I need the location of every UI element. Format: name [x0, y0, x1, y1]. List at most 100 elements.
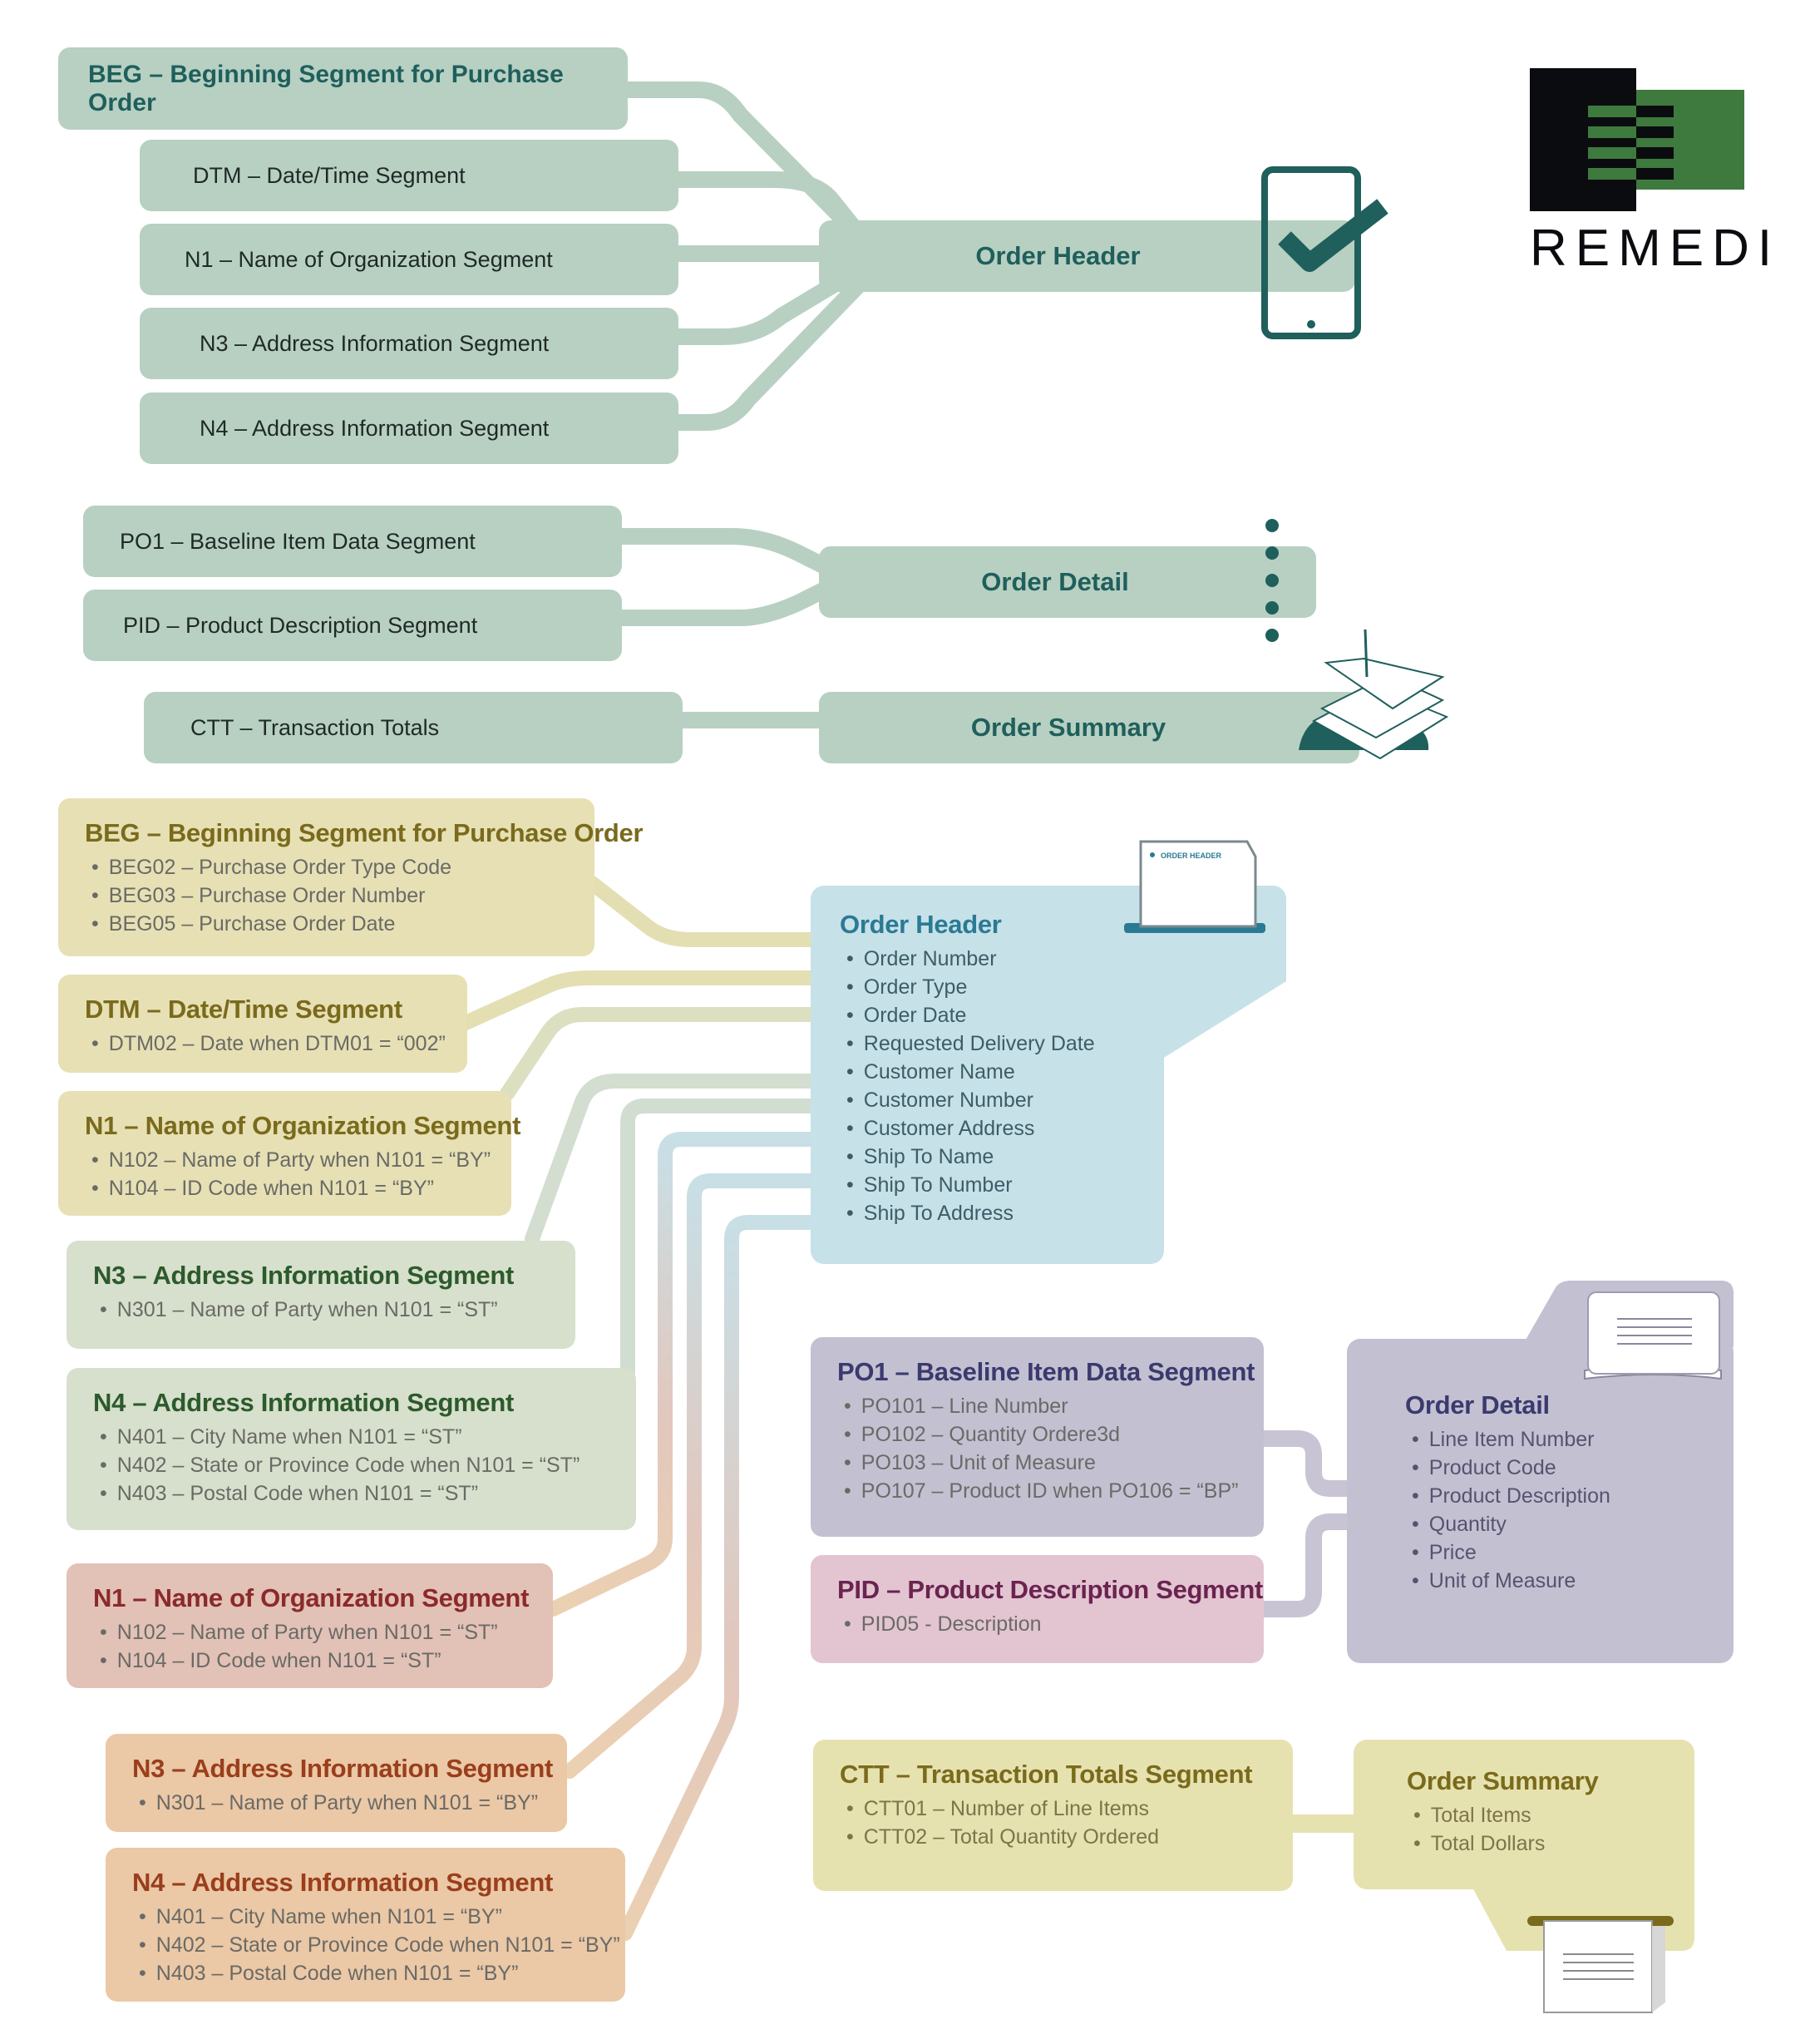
- summary-segment-item: CTT01 – Number of Line Items: [846, 1795, 1268, 1823]
- header-segment-item: BEG03 – Purchase Order Number: [91, 881, 570, 910]
- order-summary-title: Order Summary: [1407, 1766, 1599, 1795]
- header-segment-item: N403 – Postal Code when N101 = “ST”: [100, 1479, 611, 1508]
- header-segment-title: N3 – Address Information Segment: [132, 1754, 554, 1783]
- header-segment-5: N1 – Name of Organization SegmentN102 – …: [67, 1563, 553, 1688]
- top-order-header-label: Order Header: [975, 241, 1141, 270]
- order-header-item: Customer Address: [846, 1114, 1095, 1143]
- detail-segment-item: PID05 - Description: [844, 1610, 1239, 1638]
- top-seg-po1-label: PO1 – Baseline Item Data Segment: [120, 528, 476, 554]
- detail-segment-0: PO1 – Baseline Item Data SegmentPO101 – …: [811, 1337, 1264, 1537]
- header-segment-item: N104 – ID Code when N101 = “BY”: [91, 1174, 486, 1202]
- top-seg-beg-label: BEG – Beginning Segment for Purchase Ord…: [88, 60, 564, 116]
- order-header-item: Customer Number: [846, 1086, 1095, 1114]
- printer-receipt-icon: [1527, 1916, 1674, 2013]
- top-seg-dtm-label: DTM – Date/Time Segment: [193, 162, 466, 188]
- header-segment-item: N102 – Name of Party when N101 = “ST”: [100, 1618, 528, 1647]
- top-seg-ctt: CTT – Transaction Totals: [144, 692, 683, 763]
- order-detail-items: Line Item NumberProduct CodeProduct Desc…: [1405, 1425, 1610, 1595]
- brand-name: REMEDI: [1530, 220, 1781, 277]
- top-seg-n4-label: N4 – Address Information Segment: [200, 415, 550, 441]
- order-header-item: Order Type: [846, 973, 1095, 1001]
- header-segment-item: N102 – Name of Party when N101 = “BY”: [91, 1146, 491, 1174]
- header-segment-item: N401 – City Name when N101 = “ST”: [100, 1423, 611, 1451]
- detail-segment-items: PID05 - Description: [837, 1610, 1239, 1638]
- papers-stack-icon: [1299, 629, 1449, 760]
- folder-document-icon: [1584, 1291, 1722, 1380]
- header-segment-title: N1 – Name of Organization Segment: [85, 1111, 521, 1140]
- header-segment-items: N401 – City Name when N101 = “BY”N402 – …: [132, 1903, 620, 1987]
- order-header-item: Ship To Number: [846, 1171, 1095, 1199]
- order-detail-item: Product Description: [1412, 1482, 1610, 1510]
- remedi-logo: REMEDI: [1530, 68, 1781, 277]
- detail-segment-1: PID – Product Description SegmentPID05 -…: [811, 1555, 1264, 1663]
- top-seg-dtm: DTM – Date/Time Segment: [140, 140, 678, 211]
- order-header-item: Customer Name: [846, 1058, 1095, 1086]
- document-icon-tag: ORDER HEADER: [1161, 852, 1222, 860]
- summary-segment: CTT – Transaction Totals Segment CTT01 –…: [813, 1740, 1293, 1891]
- header-segment-4: N4 – Address Information SegmentN401 – C…: [67, 1368, 636, 1530]
- order-summary-item: Total Dollars: [1413, 1829, 1598, 1858]
- top-order-detail-label: Order Detail: [981, 567, 1129, 596]
- header-segment-title: BEG – Beginning Segment for Purchase Ord…: [85, 818, 644, 847]
- top-seg-n1-label: N1 – Name of Organization Segment: [185, 246, 553, 272]
- top-seg-ctt-label: CTT – Transaction Totals: [190, 714, 440, 740]
- header-segment-6: N3 – Address Information SegmentN301 – N…: [106, 1734, 567, 1832]
- header-segment-0: BEG – Beginning Segment for Purchase Ord…: [58, 798, 644, 956]
- order-summary-items: Total ItemsTotal Dollars: [1407, 1801, 1598, 1858]
- header-segment-items: BEG02 – Purchase Order Type CodeBEG03 – …: [85, 853, 570, 938]
- header-segment-items: DTM02 – Date when DTM01 = “002”: [85, 1029, 446, 1058]
- summary-segment-items: CTT01 – Number of Line ItemsCTT02 – Tota…: [840, 1795, 1268, 1851]
- order-detail-item: Unit of Measure: [1412, 1567, 1610, 1595]
- phone-check-icon: [1261, 166, 1388, 339]
- summary-segment-title: CTT – Transaction Totals Segment: [840, 1760, 1253, 1789]
- top-seg-n4: N4 – Address Information Segment: [140, 393, 678, 464]
- summary-segment-item: CTT02 – Total Quantity Ordered: [846, 1823, 1268, 1851]
- top-seg-n3: N3 – Address Information Segment: [140, 308, 678, 379]
- header-segment-items: N102 – Name of Party when N101 = “ST”N10…: [93, 1618, 528, 1675]
- order-header-item: Order Date: [846, 1001, 1095, 1029]
- header-segment-item: N402 – State or Province Code when N101 …: [139, 1931, 620, 1959]
- header-segment-item: N401 – City Name when N101 = “BY”: [139, 1903, 600, 1931]
- header-segment-title: N4 – Address Information Segment: [132, 1868, 554, 1897]
- top-seg-po1: PO1 – Baseline Item Data Segment: [83, 506, 622, 577]
- detail-segment-item: PO107 – Product ID when PO106 = “BP”: [844, 1477, 1239, 1505]
- top-order-detail: Order Detail: [819, 546, 1316, 618]
- header-segment-item: N301 – Name of Party when N101 = “ST”: [100, 1296, 550, 1324]
- header-segment-1: DTM – Date/Time SegmentDTM02 – Date when…: [58, 975, 467, 1073]
- order-header-item: Order Number: [846, 945, 1095, 973]
- header-segment-title: N3 – Address Information Segment: [93, 1261, 515, 1290]
- header-segment-items: N401 – City Name when N101 = “ST”N402 – …: [93, 1423, 611, 1508]
- header-segment-items: N301 – Name of Party when N101 = “ST”: [93, 1296, 550, 1324]
- order-header-item: Requested Delivery Date: [846, 1029, 1095, 1058]
- top-seg-n3-label: N3 – Address Information Segment: [200, 330, 550, 356]
- header-segment-7: N4 – Address Information SegmentN401 – C…: [106, 1848, 625, 2002]
- header-connectors: [458, 876, 818, 1941]
- logo-mark-icon: [1530, 68, 1744, 211]
- header-segment-item: DTM02 – Date when DTM01 = “002”: [91, 1029, 446, 1058]
- order-summary-card: Order Summary Total ItemsTotal Dollars: [1407, 1765, 1599, 1858]
- order-header-panel-slant: [1160, 973, 1286, 1060]
- header-segment-item: N402 – State or Province Code when N101 …: [100, 1451, 611, 1479]
- top-seg-beg: BEG – Beginning Segment for Purchase Ord…: [58, 47, 628, 130]
- order-detail-item: Price: [1412, 1538, 1610, 1567]
- top-order-summary: Order Summary: [819, 692, 1359, 763]
- order-header-items: Order NumberOrder TypeOrder DateRequeste…: [840, 945, 1095, 1227]
- order-summary-item: Total Items: [1413, 1801, 1598, 1829]
- header-segment-item: BEG05 – Purchase Order Date: [91, 910, 570, 938]
- header-segment-title: N1 – Name of Organization Segment: [93, 1583, 530, 1612]
- document-icon: ORDER HEADER: [1124, 840, 1265, 933]
- order-header-title: Order Header: [840, 910, 1002, 939]
- header-segment-title: DTM – Date/Time Segment: [85, 995, 402, 1024]
- order-detail-item: Line Item Number: [1412, 1425, 1610, 1454]
- order-header-card: Order Header Order NumberOrder TypeOrder…: [840, 908, 1095, 1227]
- header-segment-items: N102 – Name of Party when N101 = “BY”N10…: [85, 1146, 491, 1202]
- header-segment-item: N403 – Postal Code when N101 = “BY”: [139, 1959, 600, 1987]
- order-detail-item: Product Code: [1412, 1454, 1610, 1482]
- order-detail-title: Order Detail: [1405, 1390, 1550, 1419]
- top-seg-n1: N1 – Name of Organization Segment: [140, 224, 678, 295]
- top-seg-pid: PID – Product Description Segment: [83, 590, 622, 661]
- top-connectors: [611, 81, 881, 728]
- detail-segment-items: PO101 – Line NumberPO102 – Quantity Orde…: [837, 1392, 1239, 1505]
- header-segment-item: BEG02 – Purchase Order Type Code: [91, 853, 570, 881]
